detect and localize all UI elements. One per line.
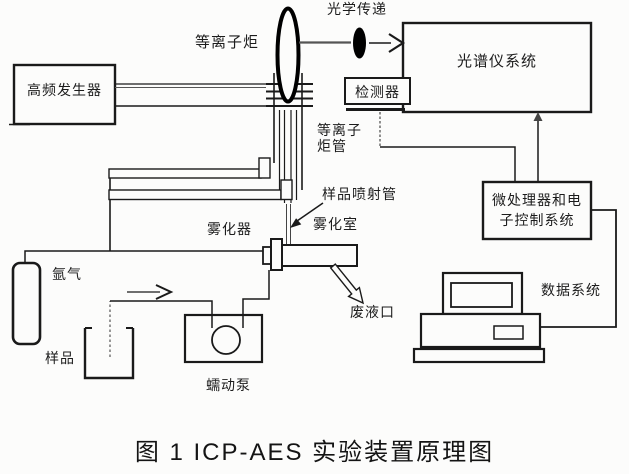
detector-box (344, 77, 411, 111)
label-nebulization-chamber: 雾化室 (313, 216, 358, 232)
figure-caption: 图 1 ICP-AES 实验装置原理图 (134, 439, 495, 466)
sample-uptake-line (109, 300, 213, 357)
plasma-flame-icon (275, 6, 301, 104)
sample-beaker (83, 327, 135, 380)
sample-injection-pointer-arrow (290, 202, 324, 228)
label-waste-outlet: 废液口 (350, 304, 395, 320)
label-mpu: 微处理器和电 子控制系统 (492, 192, 582, 228)
peristaltic-pump (183, 270, 270, 364)
waste-outlet-arrow-icon (329, 263, 365, 305)
label-hf-generator: 高频发生器 (27, 82, 102, 98)
flow-direction-arrow-icon (127, 284, 174, 300)
spectrometer-box (401, 21, 593, 114)
label-nebulizer: 雾化器 (207, 221, 252, 237)
label-data-system: 数据系统 (541, 282, 601, 298)
data-system-computer (412, 271, 546, 364)
label-sample: 样品 (45, 350, 75, 366)
label-peristaltic-pump: 蠕动泵 (206, 377, 251, 393)
hf-generator-box (9, 63, 117, 126)
sample-injector-tube (286, 204, 291, 245)
mpu-to-computer-line (541, 209, 617, 328)
label-spectrometer-system: 光谱仪系统 (456, 53, 537, 70)
label-argon-gas: 氩气 (52, 266, 82, 282)
detector-to-mpu-line (379, 112, 516, 182)
nebulizer-assembly (262, 238, 358, 271)
argon-gas-line (24, 250, 263, 263)
computer-base (412, 347, 546, 364)
label-detector: 检测器 (355, 84, 400, 100)
label-torch-tube: 等离子 炬管 (317, 122, 362, 154)
label-optical-transfer: 光学传递 (327, 1, 387, 17)
drive-slot (493, 325, 524, 340)
monitor-screen (450, 282, 513, 308)
argon-cylinder (11, 261, 42, 346)
label-sample-injection-tube: 样品喷射管 (322, 186, 397, 202)
mpu-to-spectrometer-line (533, 112, 543, 182)
torch-gas-tubes (108, 157, 293, 251)
optical-path (299, 27, 406, 59)
label-plasma-torch: 等离子炬 (195, 34, 260, 51)
rf-feed-lines (115, 83, 266, 107)
lens-icon (353, 27, 366, 59)
